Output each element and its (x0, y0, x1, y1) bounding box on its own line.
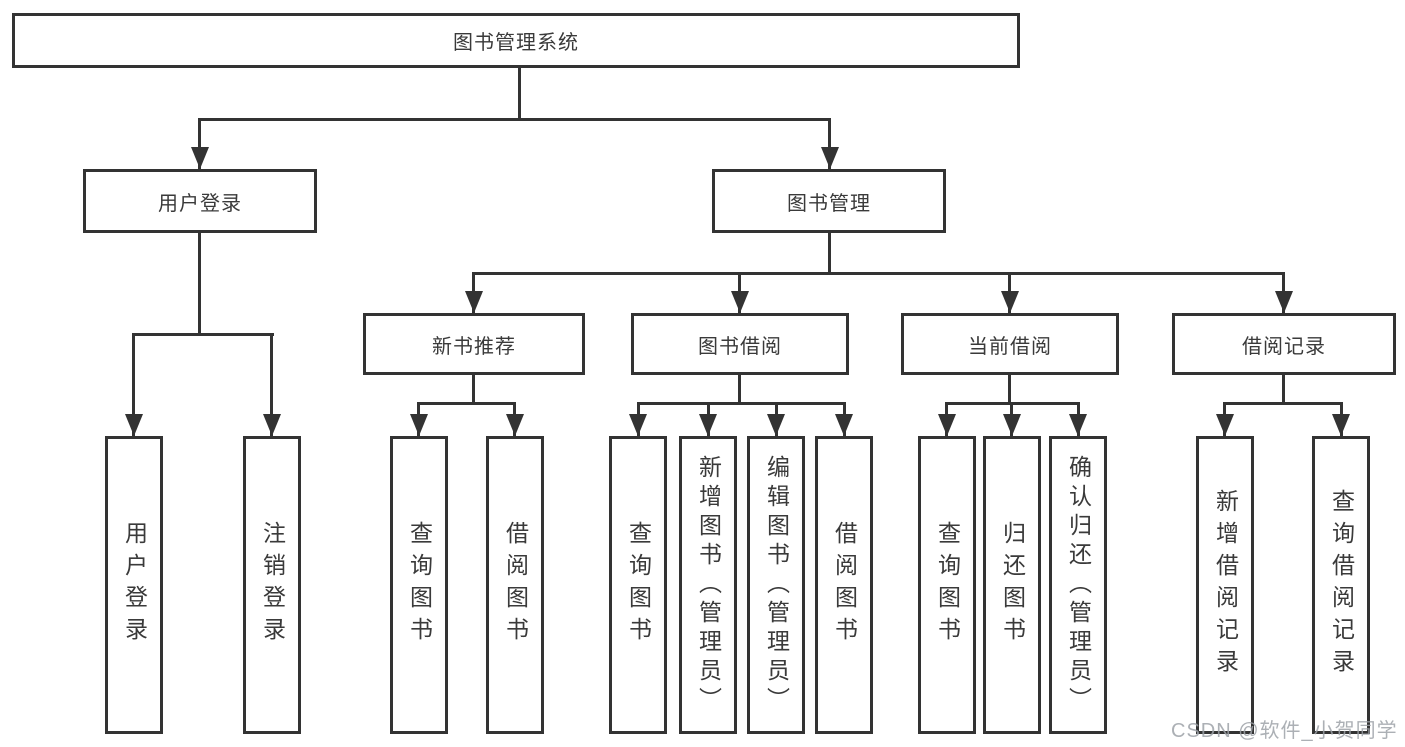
connector-level3-bus (472, 272, 1285, 275)
leaf-confirm-return-admin: 确认归还（管理员） (1049, 436, 1107, 734)
leaf-add-borrow-record: 新增借阅记录 (1196, 436, 1254, 734)
arrow-down-icon (506, 414, 524, 436)
connector-book-borrow-bus (637, 402, 846, 405)
leaf-edit-books-admin: 编辑图书（管理员） (747, 436, 805, 734)
arrow-down-icon (1003, 414, 1021, 436)
leaf-label: 查询借阅记录 (1328, 489, 1355, 681)
leaf-query-borrow-record: 查询借阅记录 (1312, 436, 1370, 734)
leaf-label: 用户登录 (121, 521, 148, 649)
leaf-label: 编辑图书（管理员） (763, 454, 790, 716)
leaf-borrow-books-1: 借阅图书 (486, 436, 544, 734)
arrow-down-icon (410, 414, 428, 436)
arrow-down-icon (465, 291, 483, 313)
leaf-label: 查询图书 (934, 521, 961, 649)
leaf-label: 借阅图书 (502, 521, 529, 649)
node-user-login: 用户登录 (83, 169, 317, 233)
leaf-label: 新增图书（管理员） (695, 454, 722, 716)
arrow-down-icon (1216, 414, 1234, 436)
leaf-label: 归还图书 (999, 521, 1026, 649)
connector-user-login-drop (198, 233, 201, 335)
leaf-return-books: 归还图书 (983, 436, 1041, 734)
connector-root-drop (518, 68, 521, 120)
node-book-borrow-label: 图书借阅 (698, 335, 782, 358)
arrow-down-icon (1275, 291, 1293, 313)
leaf-add-books-admin: 新增图书（管理员） (679, 436, 737, 734)
connector-to-user-login (198, 118, 201, 169)
leaf-query-books-1: 查询图书 (390, 436, 448, 734)
node-new-books: 新书推荐 (363, 313, 585, 375)
connector-borrow-records-bus (1223, 402, 1343, 405)
node-root: 图书管理系统 (12, 13, 1020, 68)
connector-book-borrow-drop (738, 375, 741, 404)
connector-line (132, 333, 135, 436)
leaf-query-books-2: 查询图书 (609, 436, 667, 734)
node-borrow-records: 借阅记录 (1172, 313, 1396, 375)
leaf-label: 新增借阅记录 (1212, 489, 1239, 681)
arrow-down-icon (835, 414, 853, 436)
arrow-down-icon (731, 291, 749, 313)
leaf-label: 查询图书 (625, 521, 652, 649)
leaf-query-books-3: 查询图书 (918, 436, 976, 734)
node-new-books-label: 新书推荐 (432, 335, 516, 358)
arrow-down-icon (938, 414, 956, 436)
connector-user-login-bus (132, 333, 274, 336)
node-root-label: 图书管理系统 (453, 32, 579, 54)
arrow-down-icon (629, 414, 647, 436)
arrow-down-icon (1069, 414, 1087, 436)
arrow-down-icon (821, 147, 839, 169)
connector-book-mgmt-drop (828, 233, 831, 273)
csdn-watermark: CSDN @软件_小贺同学 (1171, 720, 1398, 742)
arrow-down-icon (191, 147, 209, 169)
node-book-borrow: 图书借阅 (631, 313, 849, 375)
leaf-label: 查询图书 (406, 521, 433, 649)
arrow-down-icon (1001, 291, 1019, 313)
leaf-borrow-books-2: 借阅图书 (815, 436, 873, 734)
connector-to-book-mgmt (828, 118, 831, 169)
leaf-label: 确认归还（管理员） (1065, 454, 1092, 716)
node-current-borrow: 当前借阅 (901, 313, 1119, 375)
connector-level2-bus (198, 118, 831, 121)
node-current-borrow-label: 当前借阅 (968, 335, 1052, 358)
node-borrow-records-label: 借阅记录 (1242, 335, 1326, 358)
connector-current-borrow-drop (1008, 375, 1011, 404)
arrow-down-icon (767, 414, 785, 436)
node-user-login-label: 用户登录 (158, 192, 242, 215)
node-book-mgmt-label: 图书管理 (787, 192, 871, 215)
connector-new-books-bus (417, 402, 516, 405)
arrow-down-icon (125, 414, 143, 436)
connector-line (270, 333, 273, 436)
leaf-logout: 注销登录 (243, 436, 301, 734)
leaf-label: 借阅图书 (831, 521, 858, 649)
arrow-down-icon (1332, 414, 1350, 436)
leaf-user-login: 用户登录 (105, 436, 163, 734)
arrow-down-icon (699, 414, 717, 436)
leaf-label: 注销登录 (259, 521, 286, 649)
arrow-down-icon (263, 414, 281, 436)
connector-new-books-drop (472, 375, 475, 404)
connector-borrow-records-drop (1282, 375, 1285, 404)
node-book-mgmt: 图书管理 (712, 169, 946, 233)
